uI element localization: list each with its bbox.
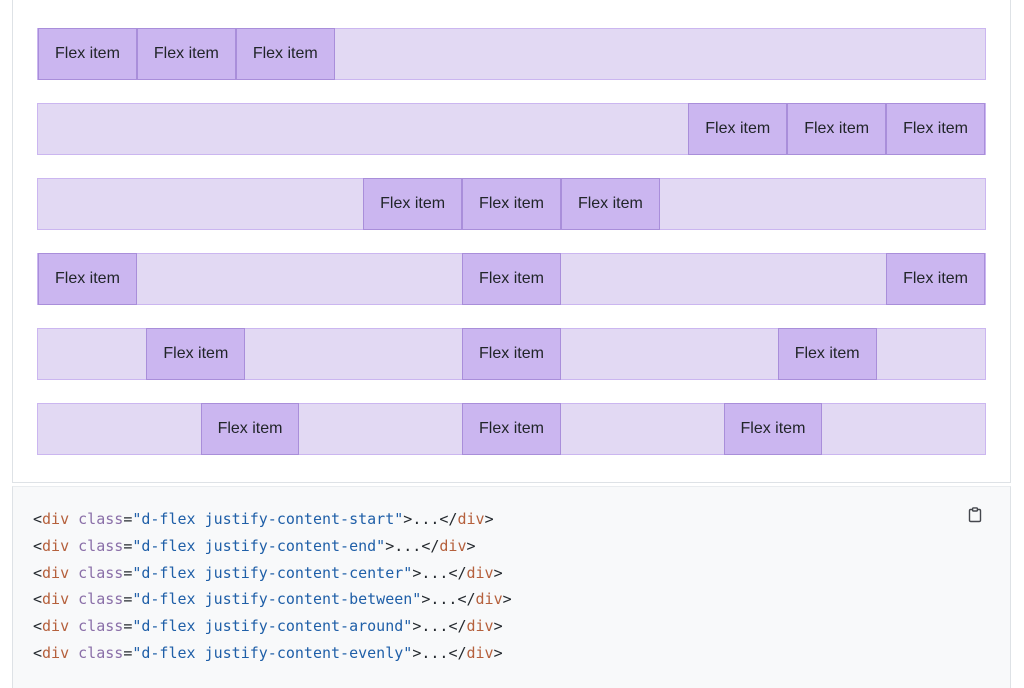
code-lines: <div class="d-flex justify-content-start… [33,510,512,662]
clipboard-icon [967,507,983,523]
flex-item: Flex item [886,253,985,305]
flex-item: Flex item [38,253,137,305]
flex-item: Flex item [886,103,985,155]
flex-item: Flex item [38,28,137,80]
flex-item: Flex item [462,328,561,380]
copy-to-clipboard-button[interactable] [958,500,992,530]
flex-item: Flex item [787,103,887,155]
code-line: <div class="d-flex justify-content-cente… [33,563,503,582]
flex-item: Flex item [688,103,788,155]
code-line: <div class="d-flex justify-content-betwe… [33,590,512,609]
flex-item: Flex item [363,178,463,230]
flex-container-between: Flex item Flex item Flex item [37,253,986,305]
code-line: <div class="d-flex justify-content-aroun… [33,617,503,636]
code-block[interactable]: <div class="d-flex justify-content-start… [33,507,986,668]
code-snippet-panel: <div class="d-flex justify-content-start… [12,486,1011,688]
flex-container-evenly: Flex item Flex item Flex item [37,403,986,455]
flex-item: Flex item [200,403,300,455]
flex-item: Flex item [462,403,561,455]
flex-item: Flex item [136,28,236,80]
code-line: <div class="d-flex justify-content-evenl… [33,643,503,662]
code-line: <div class="d-flex justify-content-end">… [33,536,476,555]
code-line: <div class="d-flex justify-content-start… [33,510,494,528]
flex-item: Flex item [777,328,877,380]
flex-container-around: Flex item Flex item Flex item [37,328,986,380]
flex-item: Flex item [235,28,335,80]
flex-item: Flex item [146,328,246,380]
flex-item: Flex item [560,178,660,230]
flex-item: Flex item [723,403,823,455]
flex-item: Flex item [462,253,561,305]
flex-item: Flex item [462,178,561,230]
